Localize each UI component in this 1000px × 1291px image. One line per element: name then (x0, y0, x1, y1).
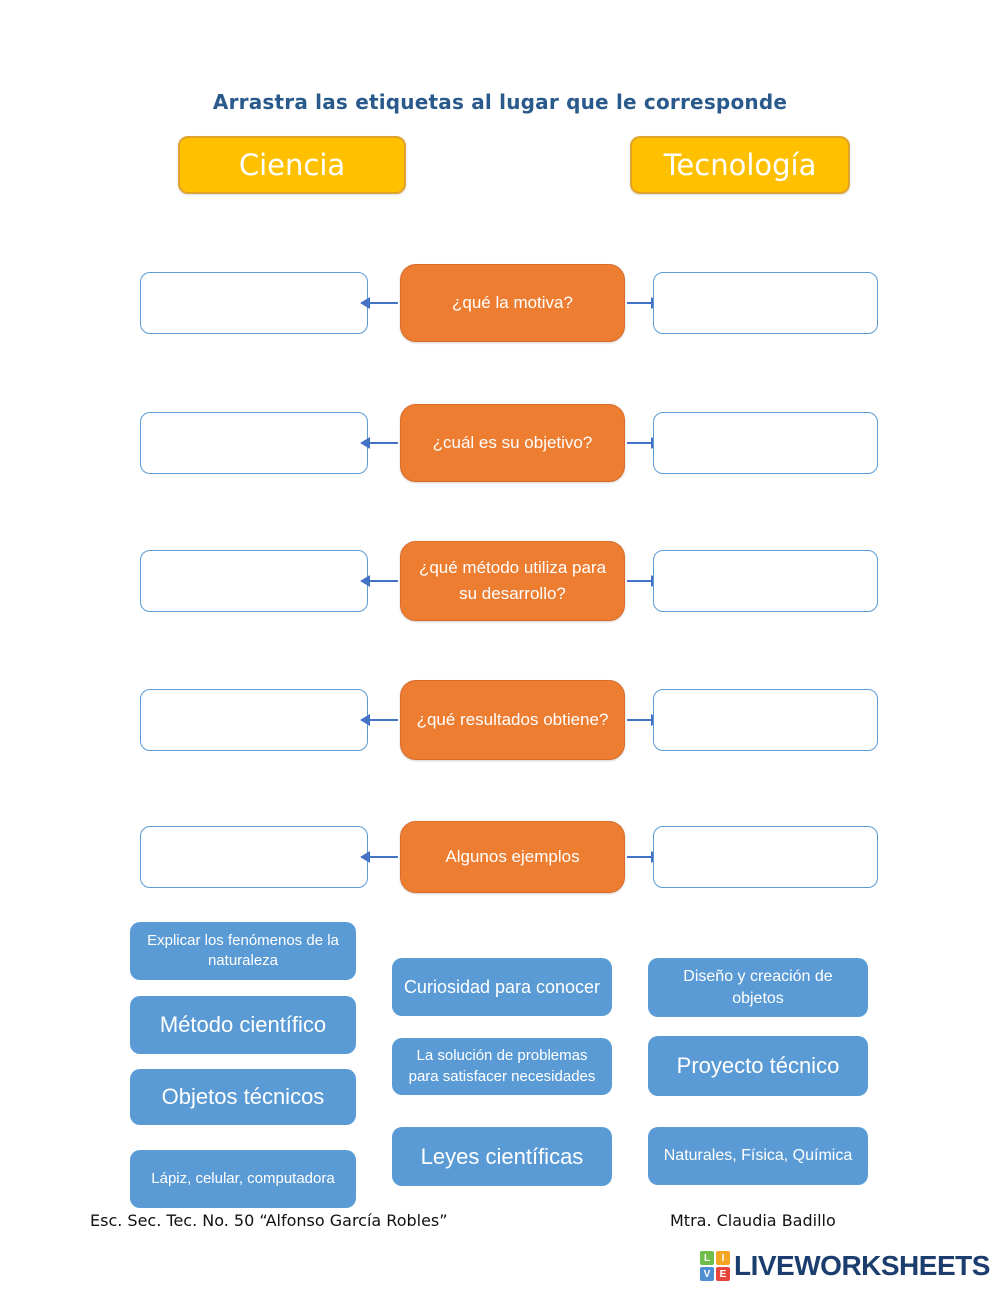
tile-leyes-cientificas[interactable]: Leyes científicas (392, 1127, 612, 1186)
question-box-resultados: ¿qué resultados obtiene? (400, 680, 625, 760)
logo-square-i: I (716, 1251, 730, 1265)
logo-square-v: V (700, 1267, 714, 1281)
arrow-left-icon (360, 575, 398, 587)
question-row-ejemplos: Algunos ejemplos (0, 821, 1000, 893)
arrow-right-icon (627, 851, 661, 863)
tile-diseno-creacion-objetos[interactable]: Diseño y creación de objetos (648, 958, 868, 1017)
drop-zone-ciencia-resultados[interactable] (140, 689, 368, 751)
arrow-right-icon (627, 714, 661, 726)
arrow-right-icon (627, 437, 661, 449)
arrow-left-icon (360, 437, 398, 449)
footer-school-name: Esc. Sec. Tec. No. 50 “Alfonso García Ro… (90, 1211, 448, 1230)
question-row-metodo: ¿qué método utiliza para su desarrollo? (0, 541, 1000, 621)
question-box-objetivo: ¿cuál es su objetivo? (400, 404, 625, 482)
footer-teacher-name: Mtra. Claudia Badillo (670, 1211, 836, 1230)
tile-objetos-tecnicos[interactable]: Objetos técnicos (130, 1069, 356, 1125)
header-ciencia: Ciencia (178, 136, 406, 194)
tile-metodo-cientifico[interactable]: Método científico (130, 996, 356, 1054)
drop-zone-tecnologia-metodo[interactable] (653, 550, 878, 612)
logo-square-e: E (716, 1267, 730, 1281)
drop-zone-ciencia-motiva[interactable] (140, 272, 368, 334)
tile-naturales-fisica-quimica[interactable]: Naturales, Física, Química (648, 1127, 868, 1185)
page-title: Arrastra las etiquetas al lugar que le c… (212, 90, 788, 114)
arrow-right-icon (627, 297, 661, 309)
drop-zone-ciencia-objetivo[interactable] (140, 412, 368, 474)
tile-lapiz-celular-computadora[interactable]: Lápiz, celular, computadora (130, 1150, 356, 1208)
drop-zone-tecnologia-resultados[interactable] (653, 689, 878, 751)
liveworksheets-grid-icon: L I V E (700, 1251, 730, 1281)
drop-zone-ciencia-ejemplos[interactable] (140, 826, 368, 888)
liveworksheets-logo[interactable]: L I V E LIVEWORKSHEETS (700, 1250, 990, 1282)
arrow-left-icon (360, 851, 398, 863)
question-box-ejemplos: Algunos ejemplos (400, 821, 625, 893)
logo-square-l: L (700, 1251, 714, 1265)
tile-explicar-fenomenos[interactable]: Explicar los fenómenos de la naturaleza (130, 922, 356, 980)
question-row-resultados: ¿qué resultados obtiene? (0, 680, 1000, 760)
liveworksheets-wordmark: LIVEWORKSHEETS (734, 1250, 990, 1281)
drop-zone-tecnologia-objetivo[interactable] (653, 412, 878, 474)
tile-solucion-de-problemas[interactable]: La solución de problemas para satisfacer… (392, 1038, 612, 1095)
arrow-right-icon (627, 575, 661, 587)
arrow-left-icon (360, 714, 398, 726)
tile-curiosidad-para-conocer[interactable]: Curiosidad para conocer (392, 958, 612, 1016)
drop-zone-ciencia-metodo[interactable] (140, 550, 368, 612)
question-box-metodo: ¿qué método utiliza para su desarrollo? (400, 541, 625, 621)
arrow-left-icon (360, 297, 398, 309)
header-tecnologia: Tecnología (630, 136, 850, 194)
question-row-motiva: ¿qué la motiva? (0, 264, 1000, 342)
question-row-objetivo: ¿cuál es su objetivo? (0, 404, 1000, 482)
tile-proyecto-tecnico[interactable]: Proyecto técnico (648, 1036, 868, 1096)
drop-zone-tecnologia-motiva[interactable] (653, 272, 878, 334)
question-box-motiva: ¿qué la motiva? (400, 264, 625, 342)
drop-zone-tecnologia-ejemplos[interactable] (653, 826, 878, 888)
